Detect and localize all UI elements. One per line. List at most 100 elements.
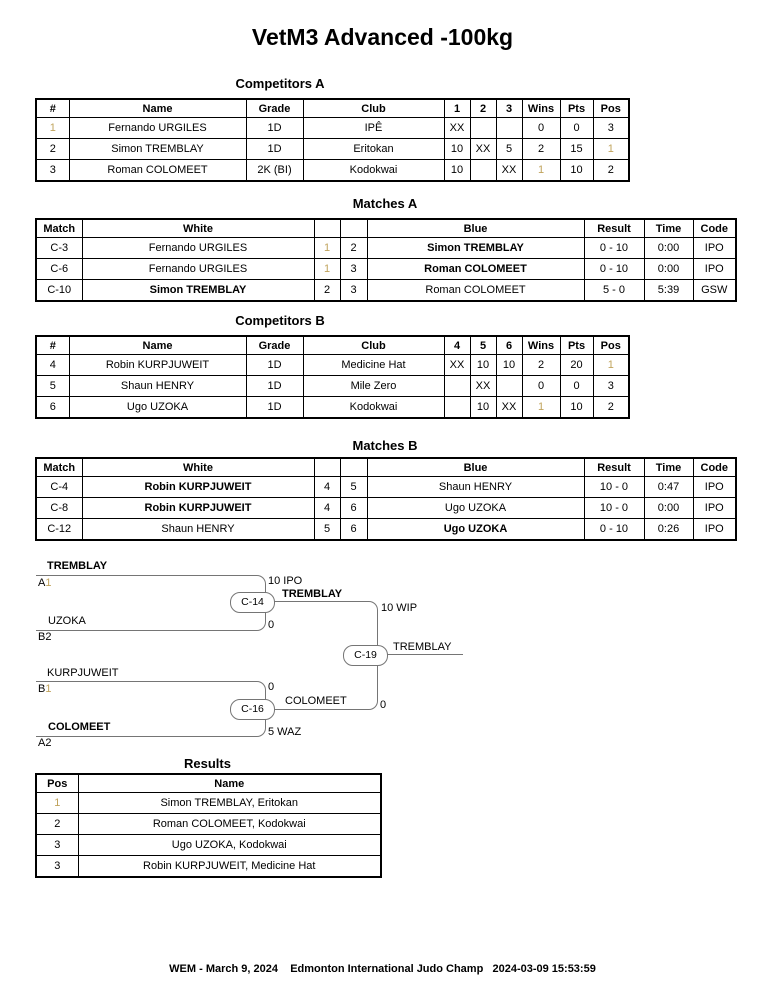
competitor-club: Kodokwai (302, 159, 445, 182)
score-label: 0 (380, 699, 387, 711)
pool-cell: 5 (495, 138, 523, 160)
seed-tag-letter: B (38, 683, 46, 695)
blue-player: Ugo UZOKA (366, 497, 585, 519)
pos-cell: 2 (592, 159, 630, 182)
white-player: Shaun HENRY (81, 518, 315, 541)
col-header-r3: 3 (495, 98, 523, 118)
match-time: 0:00 (643, 258, 694, 280)
footer-text: WEM - March 9, 2024 Edmonton Internation… (169, 963, 596, 975)
result-row: 3 Robin KURPJUWEIT, Medicine Hat (35, 855, 382, 878)
blue-player: Simon TREMBLAY (366, 237, 585, 259)
blue-player: Roman COLOMEET (366, 258, 585, 280)
blue-number: 6 (339, 518, 368, 541)
col-header-grade: Grade (245, 335, 304, 355)
white-player: Fernando URGILES (81, 237, 315, 259)
result-name: Robin KURPJUWEIT, Medicine Hat (77, 855, 382, 878)
match-win-code: GSW (692, 279, 737, 302)
result-name: Ugo UZOKA, Kodokwai (77, 834, 382, 856)
pool-cell: XX (469, 375, 497, 397)
seed-tag: A1 (38, 577, 51, 589)
white-number: 1 (313, 237, 341, 259)
match-winner: COLOMEET (285, 695, 347, 707)
table-row: 1 Fernando URGILES 1D IPÊ XX 0 0 3 (35, 117, 630, 139)
score-label: 0 (268, 681, 275, 693)
result-name: Roman COLOMEET, Kodokwai (77, 813, 382, 835)
blue-player: Ugo UZOKA (366, 518, 585, 541)
pos-cell: 3 (592, 375, 630, 397)
pts-cell: 10 (559, 159, 594, 182)
col-header-bnum (339, 218, 368, 238)
blue-number: 2 (339, 237, 368, 259)
results-table: Pos Name 1 Simon TREMBLAY, Eritokan 2 Ro… (35, 773, 382, 878)
competitor-number: 4 (35, 354, 70, 376)
result-pos: 3 (35, 834, 79, 856)
score-label: 5 WAZ (268, 726, 302, 738)
match-result: 10 - 0 (583, 497, 645, 519)
competitor-name: Shaun HENRY (68, 375, 247, 397)
blue-number: 5 (339, 476, 368, 498)
score-label: 10 WIP (381, 602, 418, 614)
pool-cell: 10 (443, 159, 471, 182)
match-code: C-8 (35, 497, 83, 519)
match-code: C-6 (35, 258, 83, 280)
match-result: 0 - 10 (583, 258, 645, 280)
competitor-grade: 2K (BI) (245, 159, 304, 182)
match-time: 0:00 (643, 497, 694, 519)
white-number: 5 (313, 518, 341, 541)
match-result: 10 - 0 (583, 476, 645, 498)
pos-cell: 1 (592, 354, 630, 376)
wins-cell: 1 (521, 396, 561, 419)
col-header-pts: Pts (559, 335, 594, 355)
white-player: Robin KURPJUWEIT (81, 476, 315, 498)
wins-cell: 2 (521, 354, 561, 376)
competitor-club: Eritokan (302, 138, 445, 160)
pool-cell (495, 375, 523, 397)
match-winner: TREMBLAY (282, 588, 343, 600)
wins-cell: 2 (521, 138, 561, 160)
match-code: C-12 (35, 518, 83, 541)
pool-cell: 10 (469, 354, 497, 376)
score-label: 10 IPO (268, 575, 303, 587)
match-time: 0:26 (643, 518, 694, 541)
white-player: Fernando URGILES (81, 258, 315, 280)
competitors-a-title: Competitors A (235, 76, 325, 91)
competitors-b-table: # Name Grade Club 4 5 6 Wins Pts Pos 4 R… (35, 335, 630, 419)
competitor-number: 6 (35, 396, 70, 419)
pool-cell (443, 396, 471, 419)
match-win-code: IPO (692, 258, 737, 280)
match-result: 5 - 0 (583, 279, 645, 302)
col-header-wins: Wins (521, 335, 561, 355)
seed-tag-letter: A (38, 737, 46, 749)
competitor-club: Mile Zero (302, 375, 445, 397)
table-header-row: # Name Grade Club 1 2 3 Wins Pts Pos (35, 98, 630, 118)
seed-name: KURPJUWEIT (47, 667, 119, 679)
table-row: 3 Roman COLOMEET 2K (BI) Kodokwai 10 XX … (35, 159, 630, 182)
pool-cell: XX (443, 354, 471, 376)
pool-cell (469, 159, 497, 182)
col-header-time: Time (643, 457, 694, 477)
table-header-row: Match White Blue Result Time Code (35, 218, 737, 238)
col-header-num: # (35, 98, 70, 118)
pts-cell: 15 (559, 138, 594, 160)
white-number: 4 (313, 497, 341, 519)
pool-cell: XX (495, 396, 523, 419)
match-result: 0 - 10 (583, 518, 645, 541)
competitor-club: IPÊ (302, 117, 445, 139)
table-row: 4 Robin KURPJUWEIT 1D Medicine Hat XX 10… (35, 354, 630, 376)
match-time: 0:47 (643, 476, 694, 498)
result-pos: 3 (35, 855, 79, 878)
col-header-result: Result (583, 218, 645, 238)
result-pos: 1 (35, 792, 79, 814)
match-row: C-10 Simon TREMBLAY 2 3 Roman COLOMEET 5… (35, 279, 737, 302)
competitor-number: 3 (35, 159, 70, 182)
col-header-r6: 6 (495, 335, 523, 355)
pool-cell: 10 (443, 138, 471, 160)
match-time: 0:00 (643, 237, 694, 259)
competitor-grade: 1D (245, 354, 304, 376)
white-number: 2 (313, 279, 341, 302)
white-player: Robin KURPJUWEIT (81, 497, 315, 519)
matches-b-table: Match White Blue Result Time Code C-4 Ro… (35, 457, 737, 541)
col-header-pos: Pos (592, 98, 630, 118)
col-header-name: Name (77, 773, 382, 793)
competitor-number: 5 (35, 375, 70, 397)
